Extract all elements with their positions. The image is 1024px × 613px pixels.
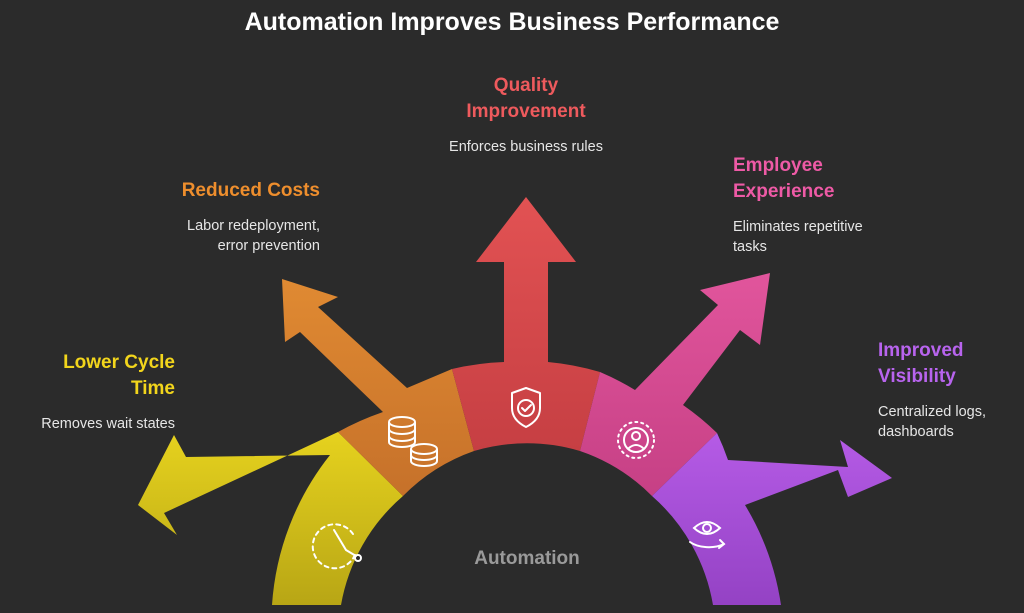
- segment-lower-cycle-time: [138, 432, 403, 605]
- coins-icon: [388, 416, 438, 467]
- segment-title: Improved Visibility: [878, 340, 964, 387]
- segment-improved-visibility: [652, 433, 892, 605]
- eye-cycle-icon: [689, 521, 726, 549]
- segment-title: Quality Improvement: [466, 75, 586, 122]
- segment-title: Lower Cycle Time: [63, 352, 175, 399]
- person-icon: [617, 421, 655, 459]
- segment-description: Enforces business rules: [449, 139, 603, 155]
- segment-description: Eliminates repetitive tasks: [733, 219, 863, 255]
- label-lower-cycle-time: Lower Cycle Time Removes wait states: [20, 350, 175, 434]
- segment-reduced-costs: [282, 279, 474, 496]
- segment-description: Removes wait states: [41, 416, 175, 432]
- segment-employee-experience: [580, 273, 770, 496]
- center-label: Automation: [474, 548, 580, 569]
- label-employee-experience: Employee Experience Eliminates repetitiv…: [733, 153, 888, 257]
- segment-description: Labor redeployment, error prevention: [187, 218, 320, 254]
- label-reduced-costs: Reduced Costs Labor redeployment, error …: [155, 178, 320, 256]
- segment-quality-improvement: [452, 197, 600, 451]
- shield-check-icon: [511, 387, 541, 428]
- segment-description: Centralized logs, dashboards: [878, 404, 986, 440]
- segment-title: Employee Experience: [733, 155, 835, 202]
- diagram-title: Automation Improves Business Performance: [244, 8, 780, 36]
- label-improved-visibility: Improved Visibility Centralized logs, da…: [878, 338, 998, 442]
- segment-title: Reduced Costs: [181, 180, 320, 201]
- clock-icon: [311, 523, 362, 570]
- label-quality-improvement: Quality Improvement Enforces business ru…: [440, 73, 612, 157]
